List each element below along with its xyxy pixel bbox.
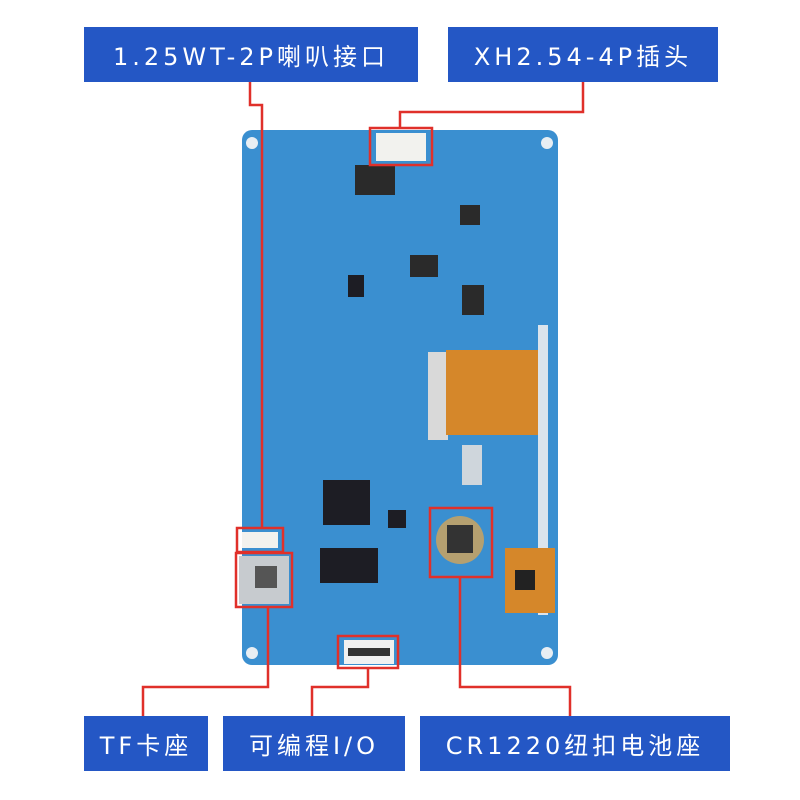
label-battery-holder: CR1220纽扣电池座 [420,716,730,771]
mount-hole [246,647,258,659]
battery-slot [447,525,473,553]
label-xh-connector: XH2.54-4P插头 [448,27,718,82]
xh-connector [376,133,426,161]
small-chip [462,445,482,485]
callout-tf [234,551,294,609]
label-speaker-connector: 1.25WT-2P喇叭接口 [84,27,418,82]
label-tf-slot: TF卡座 [84,716,208,771]
leader-xh [398,82,585,128]
fpc-ribbon [446,350,538,435]
small-chip [355,165,395,195]
leader-tf [141,607,270,716]
mount-hole [541,137,553,149]
small-chip [388,510,406,528]
leader-io [310,668,370,716]
small-chip [462,285,484,315]
mount-hole [541,647,553,659]
small-chip [410,255,438,277]
small-chip [348,275,364,297]
memory-chip [320,548,378,583]
tf-qr [255,566,277,588]
mount-hole [246,137,258,149]
speaker-connector [242,532,278,548]
leader-battery [458,577,572,716]
touch-chip [515,570,535,590]
io-connector-pins [348,648,390,656]
leader-speaker [248,82,264,528]
mcu-chip [323,480,370,525]
label-programmable-io: 可编程I/O [223,716,405,771]
fpc-connector [428,352,448,440]
small-chip [460,205,480,225]
display-edge [538,325,548,615]
